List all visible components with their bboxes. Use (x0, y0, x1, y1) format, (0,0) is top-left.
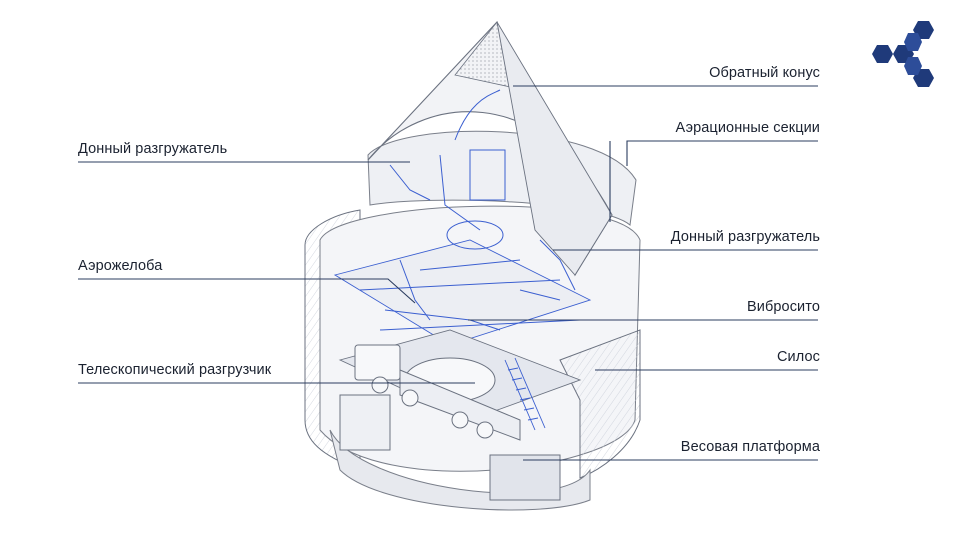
mixer-truck (354, 344, 521, 441)
machinery-sketch (359, 89, 581, 331)
label-silo: Силос (776, 349, 820, 365)
label-weighing-platform: Весовая платформа (680, 439, 820, 455)
control-cabinet (339, 394, 391, 451)
leader-aeration-sections (626, 140, 818, 166)
label-air-slides: Аэрожелоба (78, 258, 163, 274)
logo-hex-6 (904, 57, 922, 75)
label-reverse-cone: Обратный конус (709, 65, 820, 81)
logo-hex-5 (904, 33, 922, 51)
label-aeration-sections: Аэрационные секции (675, 120, 820, 136)
stairs (504, 357, 546, 431)
hexagon-cluster-logo (872, 21, 934, 87)
leader-lines (78, 85, 818, 461)
weighing-pit (489, 454, 561, 501)
label-telescopic-unloader: Телескопический разгрузчик (78, 362, 272, 378)
silo-right-wall (559, 329, 641, 479)
reverse-cone-face (496, 21, 613, 276)
logo-hex-1 (872, 45, 893, 63)
upper-deck (333, 239, 592, 346)
label-bottom-unloader-right: Донный разгружатель (670, 229, 820, 245)
leader-air-slides (78, 278, 416, 304)
silo-foundation (329, 429, 591, 511)
silo-illustration (304, 20, 641, 511)
label-vibrating-sieve: Вибросито (747, 299, 820, 315)
label-bottom-unloader-left: Донный разгружатель (78, 141, 228, 157)
